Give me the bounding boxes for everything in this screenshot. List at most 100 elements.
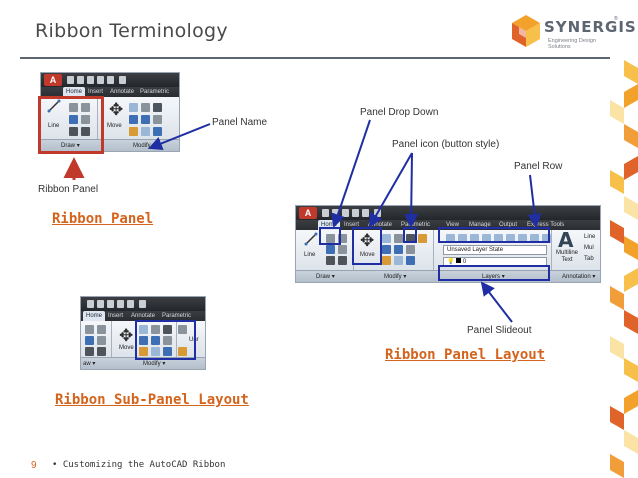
multiline-text-icon[interactable]: A [558,228,574,252]
qat-undo-icon[interactable] [352,209,359,217]
copy-icon[interactable] [382,234,391,243]
move-icon[interactable]: ✥ [119,326,134,345]
tab-parametric[interactable]: Parametric [162,313,192,319]
qat-redo-icon[interactable] [107,76,114,84]
panel-title-modify[interactable]: Modify ▾ [384,273,406,280]
layer-tool-9-icon[interactable] [542,234,551,243]
scale-icon[interactable] [394,256,403,265]
qat-new-icon[interactable] [322,209,329,217]
rotate-icon[interactable] [151,325,160,334]
polyline-icon[interactable] [69,103,78,112]
autocad-app-icon[interactable]: A [44,74,62,86]
circle-icon[interactable] [85,336,94,345]
side-item-line[interactable]: Line [584,234,596,240]
annotate-tool-2-icon[interactable] [178,347,187,356]
mirror-icon[interactable] [139,336,148,345]
tab-express-tools[interactable]: Express Tools [527,222,565,228]
array-icon[interactable] [153,127,162,136]
layer-tool-1-icon[interactable] [446,234,455,243]
heading-ribbon-subpanel-layout[interactable]: Ribbon Sub-Panel Layout [55,392,249,408]
side-item-tab[interactable]: Tab [584,256,594,262]
panel-title-layers[interactable]: Layers ▾ [482,273,505,280]
tab-home[interactable]: Home [63,87,86,97]
rectangle-icon[interactable] [97,325,106,334]
array-icon[interactable] [163,347,172,356]
layer-tool-8-icon[interactable] [530,234,539,243]
tab-home[interactable]: Home [83,311,106,321]
stretch-icon[interactable] [382,256,391,265]
stretch-icon[interactable] [139,347,148,356]
rectangle-icon[interactable] [81,103,90,112]
fillet-icon[interactable] [141,115,150,124]
qat-redo-icon[interactable] [127,300,134,308]
trim-icon[interactable] [163,325,172,334]
qat-save-icon[interactable] [107,300,114,308]
tab-manage[interactable]: Manage [469,222,491,228]
mirror-icon[interactable] [129,115,138,124]
scale-icon[interactable] [141,127,150,136]
tab-insert[interactable]: Insert [108,313,124,319]
explode-icon[interactable] [153,115,162,124]
rotate-icon[interactable] [141,103,150,112]
line-icon[interactable] [304,232,318,246]
qat-undo-icon[interactable] [97,76,104,84]
tab-annotate[interactable]: Annotate [131,313,156,319]
qat-new-icon[interactable] [67,76,74,84]
qat-new-icon[interactable] [87,300,94,308]
array-icon[interactable] [406,256,415,265]
qat-open-icon[interactable] [77,76,84,84]
tab-insert[interactable]: Insert [88,89,104,95]
tab-output[interactable]: Output [499,222,518,228]
tab-annotate[interactable]: Annotate [110,89,135,95]
qat-plot-icon[interactable] [139,300,146,308]
panel-title-draw[interactable]: Draw ▾ [61,142,80,149]
layer-tool-5-icon[interactable] [494,234,503,243]
ellipse-icon[interactable] [338,245,347,254]
trim-icon[interactable] [153,103,162,112]
polyline-icon[interactable] [85,325,94,334]
ellipse-icon[interactable] [81,115,90,124]
heading-ribbon-panel[interactable]: Ribbon Panel [52,211,154,227]
annotate-tool-icon[interactable] [178,325,187,334]
qat-plot-icon[interactable] [374,209,381,217]
layer-tool-4-icon[interactable] [482,234,491,243]
explode-icon[interactable] [163,336,172,345]
tab-home[interactable]: Home [318,220,341,230]
layer-tool-7-icon[interactable] [518,234,527,243]
qat-undo-icon[interactable] [117,300,124,308]
modify-dropdown-icon[interactable]: ▾ [152,143,156,149]
move-icon[interactable]: ✥ [360,231,375,250]
layer-state-dropdown[interactable]: Unsaved Layer State [443,245,547,255]
panel-title-modify[interactable]: Modify ▾ [143,360,165,367]
rectangle-icon[interactable] [338,234,347,243]
tab-parametric[interactable]: Parametric [140,89,170,95]
tab-view[interactable]: View [446,222,459,228]
autocad-app-icon[interactable]: A [299,207,317,219]
arc-icon[interactable] [326,256,335,265]
arc-icon[interactable] [85,347,94,356]
panel-title-draw[interactable]: aw ▾ [83,360,95,367]
fillet-icon[interactable] [151,336,160,345]
draw-dropdown-icon[interactable]: ▾ [76,143,80,149]
move-icon[interactable]: ✥ [109,100,124,119]
arc-icon[interactable] [69,127,78,136]
qat-redo-icon[interactable] [362,209,369,217]
layer-properties-icon[interactable] [418,234,427,243]
heading-ribbon-panel-layout[interactable]: Ribbon Panel Layout [385,347,546,363]
stretch-icon[interactable] [129,127,138,136]
hatch-icon[interactable] [81,127,90,136]
panel-title-annotation[interactable]: Annotation ▾ [562,273,595,280]
hatch-icon[interactable] [97,347,106,356]
ellipse-icon[interactable] [97,336,106,345]
modify-dropdown-icon[interactable]: ▾ [403,274,407,280]
circle-icon[interactable] [326,245,335,254]
trim-icon[interactable] [406,234,415,243]
panel-title-draw[interactable]: Draw ▾ [316,273,335,280]
layers-dropdown-icon[interactable]: ▾ [501,274,505,280]
rotate-icon[interactable] [394,234,403,243]
modify-dropdown-icon[interactable]: ▾ [162,361,166,367]
explode-icon[interactable] [406,245,415,254]
mirror-icon[interactable] [382,245,391,254]
qat-save-icon[interactable] [87,76,94,84]
layer-tool-6-icon[interactable] [506,234,515,243]
